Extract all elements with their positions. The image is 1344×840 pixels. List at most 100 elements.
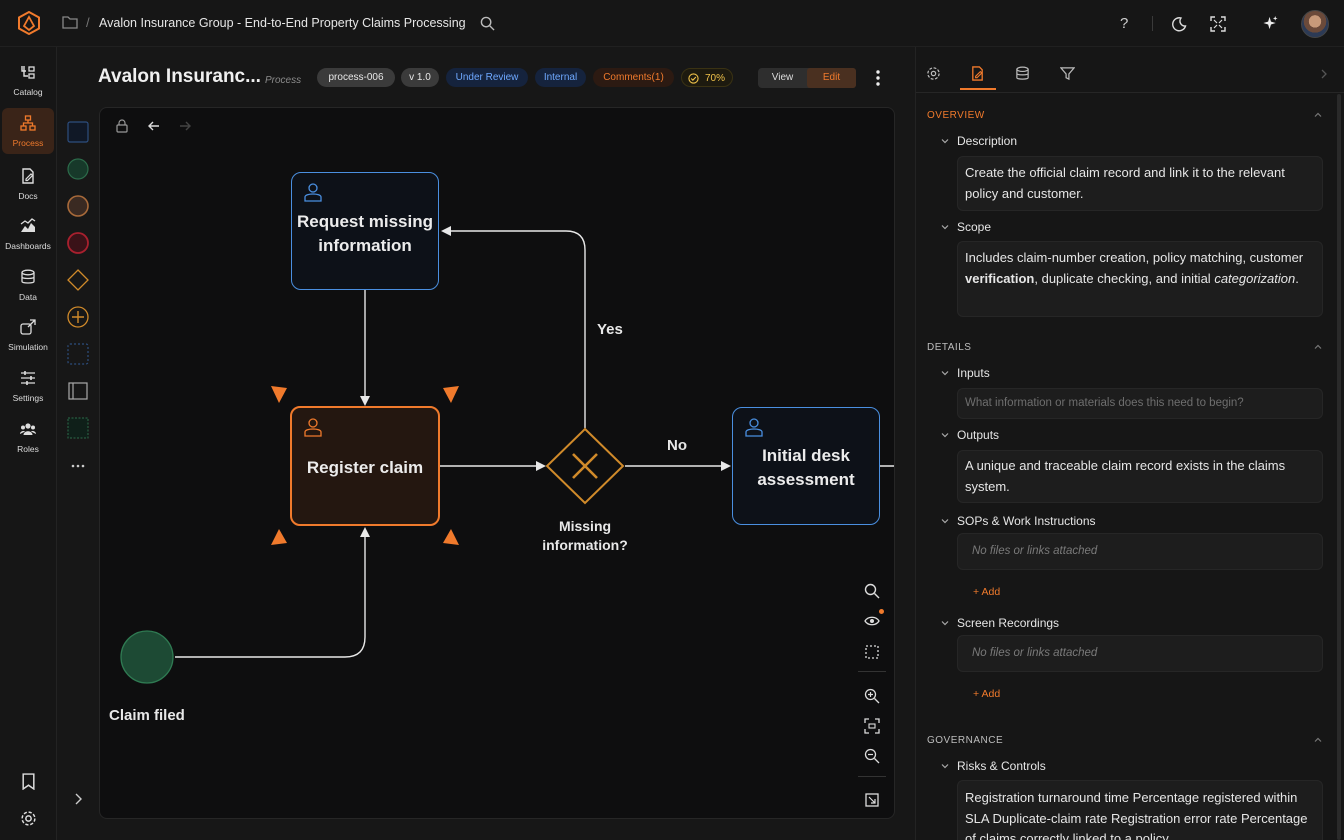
- scope-text: Includes claim-number creation, policy m…: [965, 250, 1304, 265]
- app-logo-icon[interactable]: [17, 11, 41, 35]
- palette-task-shape-icon[interactable]: [67, 121, 89, 143]
- lock-icon[interactable]: [115, 119, 129, 133]
- help-icon[interactable]: ?: [1120, 15, 1129, 32]
- notification-dot: [879, 609, 884, 614]
- zoom-out-icon[interactable]: [864, 748, 880, 764]
- palette-pool-icon[interactable]: [67, 380, 89, 402]
- chevron-down-icon[interactable]: [940, 368, 950, 378]
- view-edit-toggle[interactable]: View Edit: [758, 68, 856, 88]
- page-title: Avalon Insuranc...: [98, 66, 261, 87]
- chevron-down-icon[interactable]: [940, 222, 950, 232]
- chevron-up-icon[interactable]: [1313, 110, 1323, 120]
- zoom-in-icon[interactable]: [864, 688, 880, 704]
- process-icon: [20, 115, 36, 131]
- visibility-badge[interactable]: Internal: [535, 68, 586, 87]
- undo-icon[interactable]: [147, 119, 161, 133]
- search-icon[interactable]: [480, 16, 495, 31]
- gear-icon[interactable]: [20, 810, 37, 827]
- eye-icon[interactable]: [864, 613, 880, 629]
- nav-item-dashboards[interactable]: Dashboards: [2, 211, 54, 257]
- palette-end-event-icon[interactable]: [67, 232, 89, 254]
- scope-italic-text: categorization: [1214, 270, 1296, 286]
- palette-annotation-icon[interactable]: [67, 417, 89, 439]
- moon-icon[interactable]: [1171, 16, 1187, 32]
- diagram-canvas[interactable]: Request missing information Register cla…: [99, 107, 895, 819]
- status-badge[interactable]: Under Review: [446, 68, 528, 87]
- recordings-field: No files or links attached: [957, 635, 1323, 672]
- panel-scrollbar[interactable]: [1337, 94, 1341, 840]
- scope-field[interactable]: Includes claim-number creation, policy m…: [957, 241, 1323, 317]
- progress-badge[interactable]: 70%: [681, 68, 733, 87]
- nav-label: Process: [12, 138, 44, 148]
- chevron-up-icon[interactable]: [1313, 735, 1323, 745]
- nav-label: Roles: [17, 444, 39, 454]
- task-register-claim[interactable]: Register claim: [290, 406, 440, 526]
- sops-label: SOPs & Work Instructions: [957, 514, 1096, 528]
- fit-view-icon[interactable]: [864, 718, 880, 734]
- palette-more-icon[interactable]: [67, 455, 89, 477]
- add-recording-button[interactable]: + Add: [973, 688, 1001, 700]
- nav-item-settings[interactable]: Settings: [2, 363, 54, 409]
- tool-divider: [858, 776, 886, 777]
- chevron-down-icon[interactable]: [940, 761, 950, 771]
- chevron-down-icon[interactable]: [940, 516, 950, 526]
- edit-button[interactable]: Edit: [807, 68, 856, 88]
- risks-field[interactable]: Registration turnaround time Percentage …: [957, 780, 1323, 840]
- palette-start-event-icon[interactable]: [67, 158, 89, 180]
- nav-item-catalog[interactable]: Catalog: [2, 57, 54, 103]
- roles-icon: [20, 423, 36, 435]
- tab-filter[interactable]: [1050, 60, 1086, 90]
- nav-item-simulation[interactable]: Simulation: [2, 312, 54, 358]
- tab-data[interactable]: [1005, 60, 1041, 90]
- fullscreen-icon[interactable]: [1210, 16, 1226, 32]
- progress-value: 70%: [704, 73, 725, 84]
- start-event-circle: [120, 630, 174, 684]
- redo-icon[interactable]: [178, 119, 192, 133]
- nav-item-docs[interactable]: Docs: [2, 161, 54, 207]
- chevron-down-icon[interactable]: [940, 136, 950, 146]
- folder-icon[interactable]: [62, 15, 78, 29]
- task-request-missing-information[interactable]: Request missing information: [291, 172, 439, 290]
- chevron-down-icon[interactable]: [940, 618, 950, 628]
- inputs-field[interactable]: What information or materials does this …: [957, 388, 1323, 419]
- more-menu-icon[interactable]: [874, 69, 882, 87]
- tab-details[interactable]: [960, 60, 996, 90]
- check-circle-icon: [688, 73, 699, 84]
- ai-sparkle-icon[interactable]: [1262, 15, 1279, 32]
- task-label: Initial desk assessment: [757, 446, 855, 489]
- panel-tabs: [916, 47, 1344, 93]
- nav-item-data[interactable]: Data: [2, 262, 54, 308]
- search-icon[interactable]: [864, 583, 880, 599]
- view-button[interactable]: View: [771, 72, 794, 83]
- tab-settings[interactable]: [916, 60, 952, 90]
- palette-intermediate-event-icon[interactable]: [67, 195, 89, 217]
- palette-group-icon[interactable]: [67, 343, 89, 365]
- bookmark-icon[interactable]: [20, 773, 37, 790]
- outputs-field[interactable]: A unique and traceable claim record exis…: [957, 450, 1323, 503]
- left-nav: Catalog Process Docs Dashboards: [0, 47, 57, 840]
- chevron-right-icon[interactable]: [71, 792, 85, 806]
- nav-item-process[interactable]: Process: [2, 108, 54, 154]
- data-icon: [21, 269, 35, 284]
- chevron-up-icon[interactable]: [1313, 342, 1323, 352]
- add-sop-button[interactable]: + Add: [973, 586, 1001, 598]
- gateway-label: Missing information?: [542, 518, 628, 553]
- user-avatar[interactable]: [1301, 10, 1329, 38]
- version-badge[interactable]: v 1.0: [401, 68, 439, 87]
- palette-parallel-gateway-icon[interactable]: [67, 306, 89, 328]
- task-initial-desk-assessment[interactable]: Initial desk assessment: [732, 407, 880, 525]
- palette-gateway-icon[interactable]: [67, 269, 89, 291]
- nav-label: Settings: [12, 393, 44, 403]
- minimap-icon[interactable]: [864, 792, 880, 808]
- chevron-right-icon[interactable]: [1319, 69, 1329, 79]
- select-area-icon[interactable]: [864, 644, 880, 660]
- nav-item-roles[interactable]: Roles: [2, 414, 54, 460]
- simulation-icon: [20, 319, 36, 335]
- comments-badge[interactable]: Comments(1): [593, 68, 674, 87]
- inputs-label: Inputs: [957, 366, 990, 380]
- description-field[interactable]: Create the official claim record and lin…: [957, 156, 1323, 211]
- breadcrumb-title[interactable]: Avalon Insurance Group - End-to-End Prop…: [99, 16, 466, 30]
- flow-connectors: [120, 226, 894, 684]
- chevron-down-icon[interactable]: [940, 430, 950, 440]
